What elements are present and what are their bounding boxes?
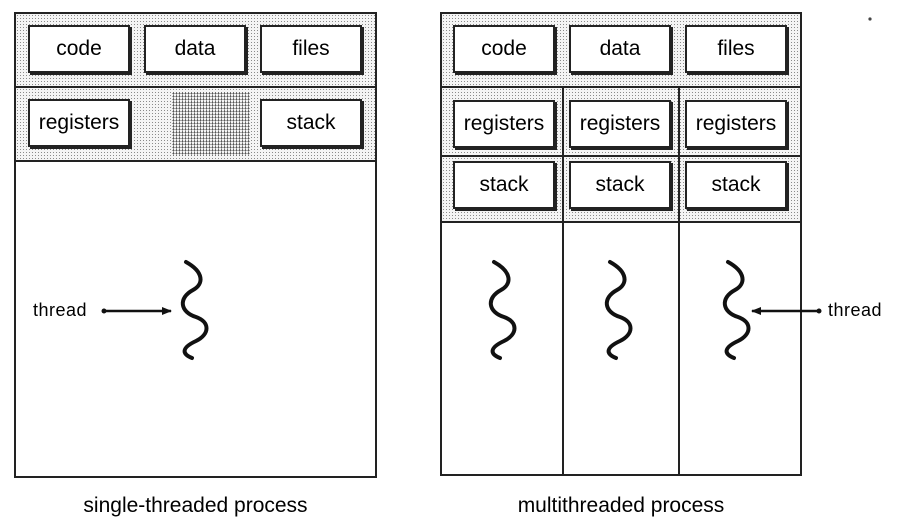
code-box: code (453, 25, 555, 73)
files-box: files (685, 25, 787, 73)
thread-squiggle-icon (604, 260, 633, 360)
multi-caption: multithreaded process (517, 494, 725, 517)
dense-dot-pattern (172, 92, 250, 156)
single-caption: single-threaded process (83, 494, 308, 517)
stack-box: stack (685, 161, 787, 209)
thread-column-divider (562, 88, 564, 474)
stack-box: stack (569, 161, 671, 209)
code-box: code (28, 25, 130, 73)
registers-box: registers (453, 100, 555, 148)
data-box: data (569, 25, 671, 73)
stray-mark (868, 17, 872, 21)
thread-column-divider (678, 88, 680, 474)
thread-squiggle-icon (180, 260, 209, 360)
stack-box: stack (260, 99, 362, 147)
thread-label: thread (828, 300, 883, 320)
thread-squiggle-icon (488, 260, 517, 360)
stack-box: stack (453, 161, 555, 209)
thread-squiggle-icon (722, 260, 751, 360)
registers-box: registers (569, 100, 671, 148)
data-box: data (144, 25, 246, 73)
registers-box: registers (28, 99, 130, 147)
files-box: files (260, 25, 362, 73)
register-stack-divider (442, 155, 800, 157)
registers-box: registers (685, 100, 787, 148)
thread-label: thread (33, 300, 88, 320)
